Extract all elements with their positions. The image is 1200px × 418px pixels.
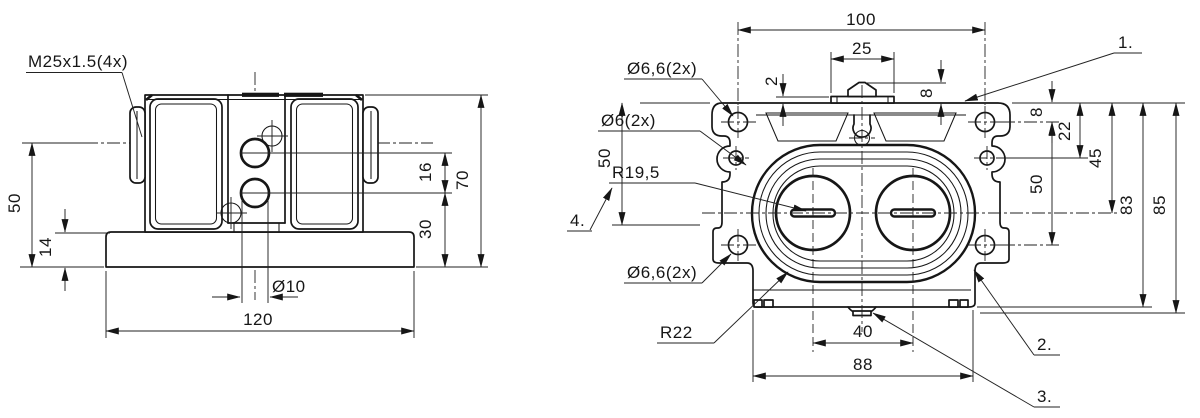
dim-bottom-width: 88 <box>752 310 974 382</box>
dim-tab-width: 25 <box>830 39 895 93</box>
foot <box>763 299 774 308</box>
svg-text:50: 50 <box>595 148 614 168</box>
svg-text:Ø10: Ø10 <box>272 277 306 296</box>
right-pod <box>290 98 359 230</box>
top-gasket-mark <box>242 92 279 97</box>
svg-text:2: 2 <box>762 76 781 86</box>
svg-text:50: 50 <box>5 193 24 213</box>
left-pod <box>149 98 223 230</box>
dim-body-depth: 83 <box>1117 102 1147 308</box>
svg-text:40: 40 <box>853 322 873 341</box>
dim-overall-depth: 85 <box>1150 102 1180 314</box>
dim-base-width: 120 <box>105 271 415 338</box>
svg-text:50: 50 <box>1027 174 1046 194</box>
svg-text:8: 8 <box>917 88 936 98</box>
seal-groove-outer <box>750 143 977 284</box>
foot <box>948 299 959 308</box>
callout-inner-radius: R19,5 <box>609 163 807 212</box>
svg-text:85: 85 <box>1150 195 1169 215</box>
item-callout-2: 2. <box>973 269 1060 356</box>
svg-text:Ø6,6(2x): Ø6,6(2x) <box>627 59 697 78</box>
svg-text:83: 83 <box>1117 195 1136 215</box>
svg-text:25: 25 <box>852 39 872 58</box>
housing-body <box>144 94 364 233</box>
top-tab <box>830 95 895 104</box>
svg-text:Ø6(2x): Ø6(2x) <box>601 111 656 130</box>
svg-text:70: 70 <box>453 170 472 190</box>
radius-r195-ring <box>772 165 955 262</box>
svg-text:30: 30 <box>416 219 435 239</box>
svg-text:4.: 4. <box>570 211 585 230</box>
dim-edge-to-holes: 8 <box>1027 81 1056 143</box>
svg-text:2.: 2. <box>1037 335 1052 354</box>
front-view: M25x1.5(4x) 50 14 16 30 <box>5 52 488 338</box>
callout-side-holes: Ø6(2x) <box>598 111 747 166</box>
svg-text:22: 22 <box>1055 121 1074 141</box>
side-hole <box>974 146 1000 170</box>
svg-text:14: 14 <box>36 237 55 257</box>
dim-tab-offset: 2 <box>762 74 829 126</box>
top-view: 100 25 2 8 1. <box>567 10 1185 408</box>
callout-corner-holes-top: Ø6,6(2x) <box>624 59 734 117</box>
dim-holes-vertical: 50 <box>1027 121 1056 246</box>
svg-text:16: 16 <box>416 162 435 182</box>
dim-overall-height: 70 <box>365 94 488 268</box>
foot <box>959 299 969 308</box>
vent-pocket-left <box>765 112 849 142</box>
base-flange <box>105 231 415 268</box>
dim-bore-diameter: Ø10 <box>212 200 306 303</box>
callout-corner-holes-bottom: Ø6,6(2x) <box>624 253 732 284</box>
dim-bore-spacing: 40 <box>812 322 914 347</box>
vent-pocket-right <box>873 112 957 142</box>
svg-text:8: 8 <box>1027 107 1046 117</box>
corner-hole <box>721 229 756 261</box>
thread-callout-label: M25x1.5(4x) <box>28 52 128 71</box>
top-gasket-mark <box>284 92 323 97</box>
radius-r22-ring <box>765 158 962 269</box>
thread-callout: M25x1.5(4x) <box>26 52 143 138</box>
svg-text:3.: 3. <box>1037 387 1052 406</box>
svg-text:100: 100 <box>846 10 876 29</box>
item-callout-1: 1. <box>964 33 1142 102</box>
corner-hole <box>968 106 1002 138</box>
svg-text:R22: R22 <box>660 323 693 342</box>
foot <box>753 299 763 308</box>
item-callout-3: 3. <box>872 312 1060 408</box>
corner-hole <box>968 229 1002 261</box>
svg-text:R19,5: R19,5 <box>612 163 660 182</box>
dim-edge-to-side-hole: 22 <box>1055 102 1084 159</box>
item-callout-4: 4. <box>567 187 613 232</box>
dim-hole-pitch-width: 100 <box>737 10 986 105</box>
svg-text:120: 120 <box>243 310 273 329</box>
corner-hole <box>721 106 756 138</box>
position-marker <box>257 120 288 152</box>
dim-center-height: 50 <box>5 142 104 268</box>
svg-text:Ø6,6(2x): Ø6,6(2x) <box>627 263 697 282</box>
svg-text:1.: 1. <box>1118 33 1133 52</box>
svg-text:45: 45 <box>1086 148 1105 168</box>
position-marker <box>216 197 247 229</box>
dim-left-height: 50 <box>595 102 710 226</box>
dim-marker-offset: 8 <box>917 60 945 125</box>
callout-outer-radius: R22 <box>657 271 789 344</box>
svg-text:88: 88 <box>853 355 873 374</box>
dim-hole-spacing: 16 <box>416 152 449 194</box>
dim-lower-hole-height: 30 <box>416 192 449 268</box>
dim-edge-to-center: 45 <box>1086 102 1116 214</box>
dim-base-thickness: 14 <box>36 209 110 291</box>
